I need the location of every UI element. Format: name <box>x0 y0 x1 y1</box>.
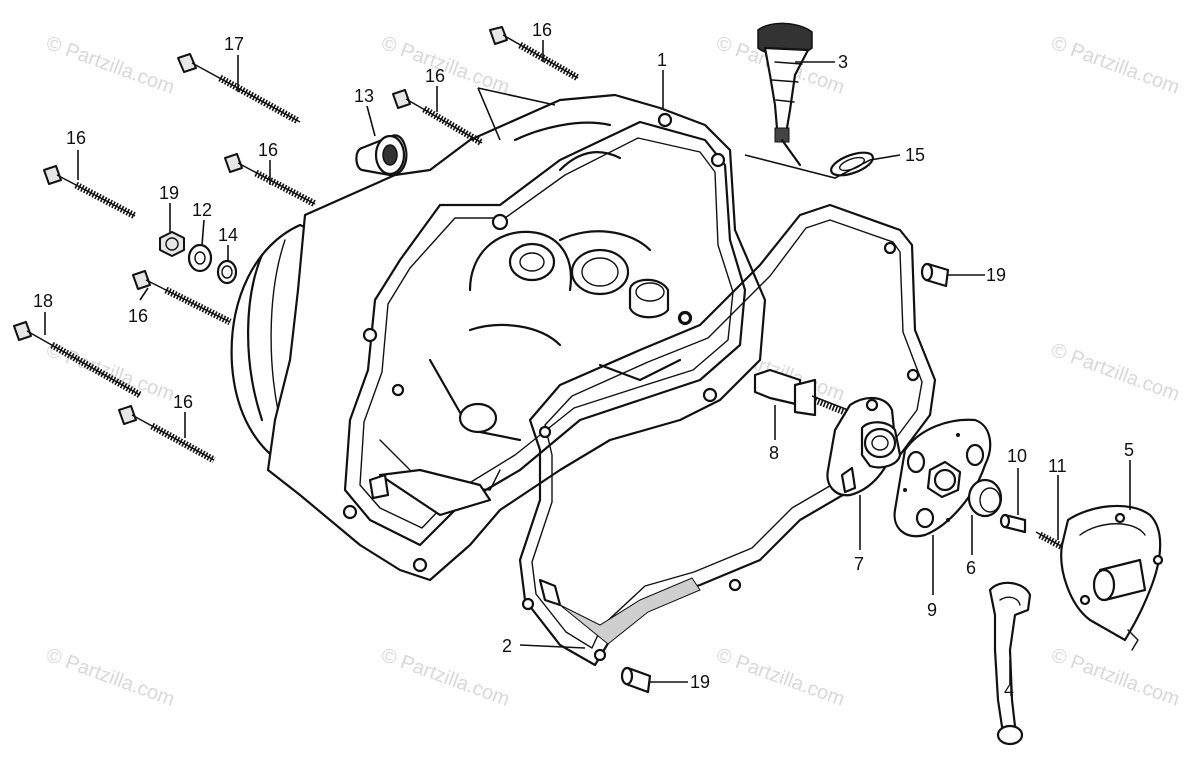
callout-13: 13 <box>354 86 374 106</box>
bolt-17-lower <box>13 321 142 399</box>
callout-18: 19 <box>159 183 179 203</box>
callout-19: 19 <box>690 672 710 692</box>
callout-6: 6 <box>966 558 976 578</box>
callout-14: 14 <box>218 225 238 245</box>
callout-11: 11 <box>1048 456 1067 476</box>
callout-3: 3 <box>838 52 848 72</box>
kick-spindle <box>753 368 849 417</box>
spring-pin <box>999 513 1027 534</box>
bolt-16-top <box>489 26 580 82</box>
callout-2: 2 <box>502 636 512 656</box>
kick-starter-cover <box>1060 504 1164 651</box>
callout-12: 12 <box>192 200 212 220</box>
ratchet-plate <box>893 418 992 538</box>
callout-15: 15 <box>905 145 925 165</box>
watermark: © Partzilla.com <box>1048 339 1182 406</box>
crankcase-cover <box>230 93 767 582</box>
callout-5: 5 <box>1124 440 1134 460</box>
callout-1: 1 <box>657 50 667 70</box>
kick-gear-plate <box>826 397 902 497</box>
cap-o-ring <box>829 151 875 177</box>
callout-16: 16 <box>66 128 86 148</box>
callout-labels: 17 16 16 13 1 16 16 19 12 14 16 18 16 3 … <box>33 20 1134 700</box>
gasket <box>518 203 937 667</box>
watermark: © Partzilla.com <box>378 644 512 711</box>
bolt-16-lower-left <box>132 270 232 326</box>
bolt-16-bottom <box>118 405 216 464</box>
leader-lines <box>44 40 1131 685</box>
watermark: © Partzilla.com <box>378 32 512 99</box>
watermark: © Partzilla.com <box>43 339 177 406</box>
bolt-16-left <box>43 165 137 220</box>
bolt-16-upper <box>392 89 484 147</box>
callout-7: 7 <box>854 554 864 574</box>
callout-4: 4 <box>1004 680 1014 700</box>
dowel-pin-upper <box>920 262 950 288</box>
watermark: © Partzilla.com <box>713 644 847 711</box>
dowel-pin-lower <box>620 666 652 694</box>
oil-seal <box>355 134 408 177</box>
collar <box>967 478 1003 518</box>
bolt-17-upper <box>177 53 301 125</box>
callout-16: 16 <box>532 20 552 40</box>
callout-19: 19 <box>986 265 1006 285</box>
callout-9: 9 <box>927 600 937 620</box>
callout-16: 16 <box>128 306 148 326</box>
oil-filler-cap <box>757 22 813 167</box>
watermark: © Partzilla.com <box>1048 32 1182 99</box>
callout-10: 10 <box>1007 446 1027 466</box>
washer-12 <box>187 243 213 273</box>
bolt-16-middle <box>224 153 317 208</box>
callout-8: 8 <box>769 443 779 463</box>
callout-16: 16 <box>258 140 278 160</box>
callout-17: 17 <box>224 34 244 54</box>
watermark: © Partzilla.com <box>1048 644 1182 711</box>
watermark: © Partzilla.com <box>43 32 177 99</box>
watermark: © Partzilla.com <box>43 644 177 711</box>
callout-17: 18 <box>33 291 53 311</box>
callout-16: 16 <box>173 392 193 412</box>
o-ring-14 <box>216 259 238 285</box>
nut-18 <box>159 231 185 257</box>
callout-16: 16 <box>425 66 445 86</box>
